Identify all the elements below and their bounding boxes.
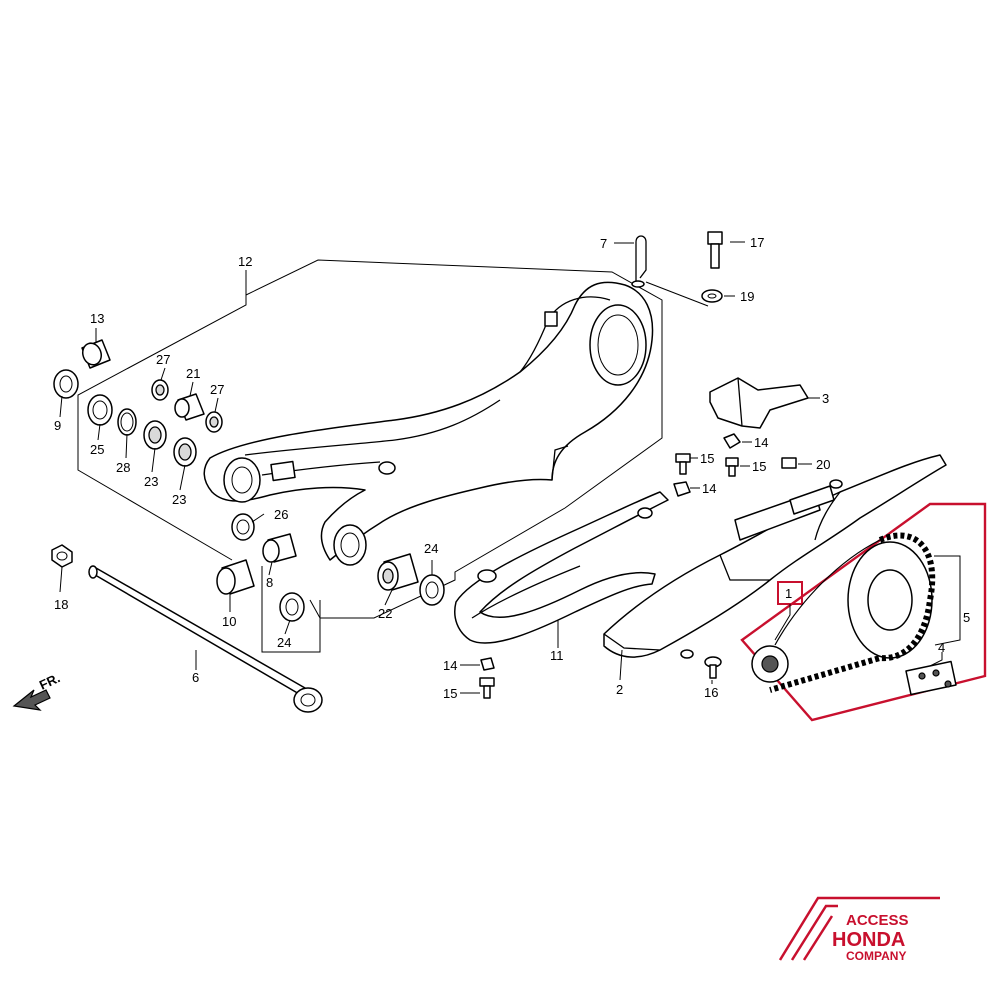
label-14-lower: 14 xyxy=(443,658,457,673)
label-18: 18 xyxy=(54,597,68,612)
bearing-23a xyxy=(143,420,167,450)
bearing-23b xyxy=(173,437,197,467)
label-15-right: 15 xyxy=(752,459,766,474)
collar-13 xyxy=(81,339,111,369)
label-24-right: 24 xyxy=(424,541,438,556)
label-6: 6 xyxy=(192,670,199,685)
bolt-15b xyxy=(725,457,739,477)
seal-25 xyxy=(87,394,113,426)
access-honda-logo: ACCESS HONDA COMPANY xyxy=(778,896,940,963)
bolt-15a xyxy=(675,453,691,475)
seal-24a xyxy=(279,592,305,622)
pivot-axle-6 xyxy=(88,565,323,713)
label-11: 11 xyxy=(550,648,564,663)
label-9: 9 xyxy=(54,418,61,433)
label-12: 12 xyxy=(238,254,252,269)
leader-lines xyxy=(59,241,961,694)
collar-10 xyxy=(216,559,255,595)
label-26: 26 xyxy=(274,507,288,522)
label-7: 7 xyxy=(600,236,607,251)
sprocket-front xyxy=(751,645,789,683)
joint-kit-4 xyxy=(905,660,957,696)
seal-27a xyxy=(151,379,169,401)
chain-slider-11 xyxy=(454,491,669,644)
bolt-17 xyxy=(707,231,723,269)
circlip-28 xyxy=(117,408,137,436)
nut-14c xyxy=(480,657,495,671)
front-label: FR. xyxy=(37,670,62,692)
callout-labels: 1 2 3 4 5 6 7 8 9 10 11 12 13 14 14 14 1… xyxy=(54,235,970,701)
nut-14b xyxy=(673,481,691,497)
label-10: 10 xyxy=(222,614,236,629)
label-16: 16 xyxy=(704,685,718,700)
seal-24b xyxy=(419,574,445,606)
chain-case-2 xyxy=(603,454,947,659)
brand-line-3: COMPANY xyxy=(846,949,906,963)
front-arrow: FR. xyxy=(12,670,62,711)
label-3: 3 xyxy=(822,391,829,406)
bushing-8 xyxy=(262,533,297,563)
nut-14a xyxy=(723,433,741,449)
nut-18 xyxy=(51,544,73,568)
label-28: 28 xyxy=(116,460,130,475)
label-14-upper: 14 xyxy=(754,435,768,450)
label-4: 4 xyxy=(938,640,945,655)
bolt-15c xyxy=(479,677,495,699)
bearing-22 xyxy=(377,553,419,591)
bushing-9 xyxy=(53,369,79,399)
label-13: 13 xyxy=(90,311,104,326)
guard-3 xyxy=(709,377,809,429)
screw-16 xyxy=(704,656,722,679)
bolt-20 xyxy=(781,457,797,469)
label-19: 19 xyxy=(740,289,754,304)
collar-21 xyxy=(174,393,205,421)
label-15-lower: 15 xyxy=(443,686,457,701)
label-27-left: 27 xyxy=(156,352,170,367)
label-23-right: 23 xyxy=(172,492,186,507)
sprocket-rear xyxy=(847,541,933,659)
seal-27b xyxy=(205,411,223,433)
label-22: 22 xyxy=(378,606,392,621)
seal-26 xyxy=(231,513,255,541)
swingarm xyxy=(203,281,654,566)
drive-chain-5 xyxy=(769,532,936,693)
label-23-left: 23 xyxy=(144,474,158,489)
label-1: 1 xyxy=(785,586,792,601)
label-8: 8 xyxy=(266,575,273,590)
brand-line-2: HONDA xyxy=(832,929,905,951)
label-24-lower: 24 xyxy=(277,635,291,650)
label-20: 20 xyxy=(816,457,830,472)
label-21: 21 xyxy=(186,366,200,381)
label-15-left: 15 xyxy=(700,451,714,466)
label-5: 5 xyxy=(963,610,970,625)
washer-19 xyxy=(701,289,723,303)
label-14-middle: 14 xyxy=(702,481,716,496)
brand-line-1: ACCESS xyxy=(846,912,909,929)
label-2: 2 xyxy=(616,682,623,697)
label-27-right: 27 xyxy=(210,382,224,397)
swingarm-group-outline xyxy=(77,259,663,653)
label-17: 17 xyxy=(750,235,764,250)
label-25: 25 xyxy=(90,442,104,457)
pin-7 xyxy=(631,235,647,288)
